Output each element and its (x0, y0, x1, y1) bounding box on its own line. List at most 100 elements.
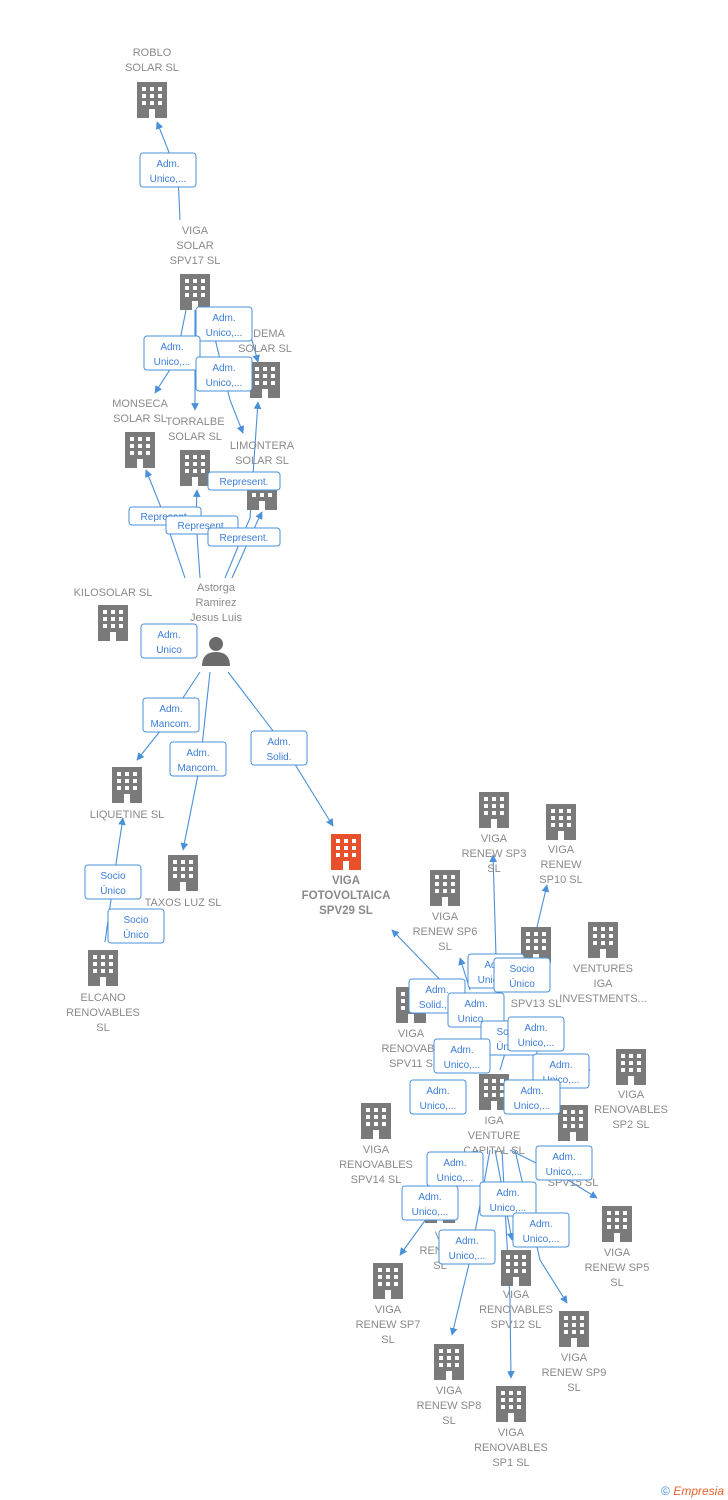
edge-label-text: Unico,... (523, 1234, 560, 1245)
edge-label[interactable]: Adm.Unico,... (433, 1038, 491, 1074)
node-taxos[interactable]: TAXOS LUZ SL (145, 855, 222, 909)
edge-label[interactable]: Adm.Mancom. (142, 697, 200, 733)
node-label: Jesus Luis (190, 612, 242, 624)
edge-label-text: Adm. (157, 630, 180, 641)
node-liquetine[interactable]: LIQUETINE SL (90, 767, 165, 821)
edge-label[interactable]: Adm.Solid. (250, 730, 308, 766)
node-label: SL (442, 1415, 455, 1427)
edge-label-text: Unico (156, 645, 182, 656)
edge-label[interactable]: Adm.Unico,... (143, 335, 201, 371)
node-label: SPV11 S (389, 1058, 433, 1070)
edge-label[interactable]: Represent. (207, 471, 281, 491)
node-label: SL (567, 1382, 580, 1394)
node-label: VIGA (604, 1247, 631, 1259)
edge-label[interactable]: Adm.Unico,... (507, 1016, 565, 1052)
edge-label-text: Socio (509, 964, 534, 975)
edge-label[interactable]: Adm.Unico,... (426, 1151, 484, 1187)
edge-label-text: Adm. (455, 1236, 478, 1247)
edge-label-text: Adm. (552, 1152, 575, 1163)
edge-label-text: Adm. (524, 1023, 547, 1034)
building-icon (180, 274, 210, 310)
edge-label[interactable]: Adm.Unico,... (401, 1185, 459, 1221)
brand-logo: Empresia (673, 1484, 724, 1498)
node-label: ELCANO (80, 992, 126, 1004)
node-label: IGA (485, 1115, 505, 1127)
edge-label[interactable]: Adm.Unico,... (195, 356, 253, 392)
node-ventures[interactable]: VENTURESIGAINVESTMENTS... (559, 922, 647, 1005)
relationship-edge (231, 511, 263, 579)
edge-label-text: Adm. (443, 1158, 466, 1169)
edge-label[interactable]: Adm.Unico,... (139, 152, 197, 188)
edge-label-box (433, 1038, 491, 1074)
edge-label-text: Unico,... (206, 378, 243, 389)
edge-label-box (507, 1016, 565, 1052)
node-label: RENOVABLES (339, 1159, 413, 1171)
node-label: RENEW SP5 (585, 1262, 650, 1274)
edge-label-text: Represent. (141, 512, 190, 523)
node-label: VIGA (618, 1089, 645, 1101)
building-icon (616, 1049, 646, 1085)
edge-label[interactable]: Adm.Unico,... (503, 1079, 561, 1115)
edge-label-text: Unico,... (490, 1203, 527, 1214)
edge-label-text: Unico,... (514, 1101, 551, 1112)
building-icon (496, 1386, 526, 1422)
edge-label[interactable]: Adm.Unico,... (409, 1079, 467, 1115)
edge-label[interactable]: Adm.Mancom. (169, 741, 227, 777)
edge-label[interactable]: Adm.Unico,... (195, 306, 253, 342)
edge-label[interactable]: Adm. Unico (140, 623, 198, 659)
building-icon (98, 605, 128, 641)
node-label: VIGA (561, 1352, 588, 1364)
edge-label-text: Unico,... (543, 1075, 580, 1086)
node-label: RENOVABL (381, 1043, 440, 1055)
edge-label-box (140, 623, 198, 659)
edge-label[interactable]: Adm.Unico,... (447, 992, 505, 1028)
edge-label-text: Mancom. (177, 763, 218, 774)
node-label: IGA (594, 978, 614, 990)
node-label: SOLAR SL (113, 413, 167, 425)
edge-label[interactable]: Represent. (207, 527, 281, 547)
node-label: ROBLO (133, 47, 172, 59)
edge-label[interactable]: Adm.Unico,... (438, 1229, 496, 1265)
edge-label[interactable]: Adm.Unico,... (535, 1145, 593, 1181)
node-kilosolar[interactable]: KILOSOLAR SL (74, 587, 153, 641)
edge-label-text: Adm. (529, 1219, 552, 1230)
node-label: VIGA (481, 833, 508, 845)
footer-credit: © Empresia (661, 1484, 724, 1498)
building-icon (558, 1105, 588, 1141)
edge-label-text: Represent. (220, 477, 269, 488)
building-icon (373, 1263, 403, 1299)
node-label: RENOVABLES (479, 1304, 553, 1316)
edge-label[interactable]: Adm.Unico,... (479, 1181, 537, 1217)
node-label: RENEW SP3 (462, 848, 527, 860)
edge-label[interactable]: Adm. Unico,... (512, 1212, 570, 1248)
edge-label-text: Adm. (212, 313, 235, 324)
node-label: RENEW SP8 (417, 1400, 482, 1412)
building-icon (602, 1206, 632, 1242)
node-label: VIGA (432, 911, 459, 923)
edge-label-box (250, 730, 308, 766)
